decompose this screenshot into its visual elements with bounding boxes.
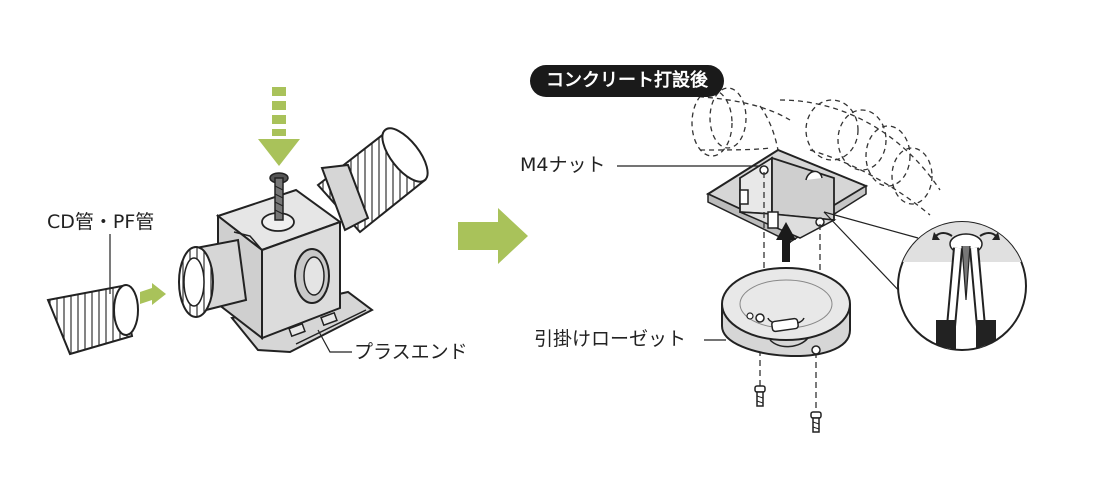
rosette-screw-icon — [754, 385, 766, 407]
upper-pipe — [316, 127, 429, 234]
label-m4-nut: M4ナット — [520, 154, 606, 176]
zoom-detail — [897, 221, 1027, 351]
label-plus-end: プラスエンド — [354, 341, 468, 363]
ceiling-rosette — [721, 267, 851, 357]
up-arrow-icon — [776, 222, 796, 262]
right-arrow-icon — [458, 208, 528, 264]
left-connector — [178, 238, 248, 318]
screw-icon — [269, 172, 289, 221]
mounting-box — [705, 148, 869, 244]
rotate-arrow-icon — [935, 232, 997, 237]
label-cd-pf-pipe: CD管・PF管 — [47, 211, 155, 233]
down-arrow-icon — [258, 87, 300, 166]
cd-pf-pipe — [46, 284, 139, 356]
label-rosette: 引掛けローゼット — [534, 328, 687, 350]
badge-after-concrete: コンクリート打設後 — [530, 65, 724, 97]
insert-arrow-icon — [140, 283, 166, 305]
rosette-screw-icon — [810, 411, 822, 433]
